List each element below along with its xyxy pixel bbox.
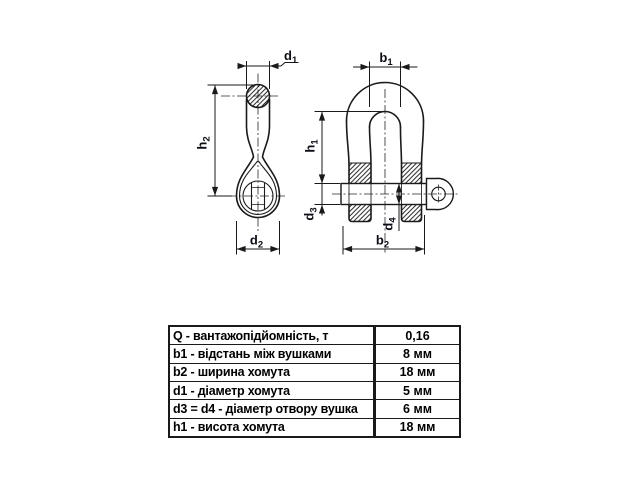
spec-param-value: 6 мм bbox=[403, 401, 432, 416]
dimension-b2: b2 bbox=[342, 215, 425, 255]
dim-label-b1: b1 bbox=[379, 50, 393, 68]
dim-label-h2: h2 bbox=[195, 136, 213, 149]
spec-table: Q - вантажопідйомність, т 0,16 b1 - відс… bbox=[168, 325, 461, 438]
dim-label-h1: h1 bbox=[303, 139, 321, 153]
spec-param-value: 8 мм bbox=[403, 346, 432, 361]
table-row: b2 - ширина хомута 18 мм bbox=[170, 363, 459, 382]
spec-param-value: 18 мм bbox=[399, 420, 436, 435]
table-row: h1 - висота хомута 18 мм bbox=[170, 418, 459, 436]
table-row: Q - вантажопідйомність, т 0,16 bbox=[170, 327, 459, 346]
table-row: d3 = d4 - діаметр отвору вушка 6 мм bbox=[170, 400, 459, 419]
dim-label-d4: d4 bbox=[381, 217, 399, 231]
dimension-d1: d1 bbox=[237, 48, 299, 89]
table-row: d1 - діаметр хомута 5 мм bbox=[170, 381, 459, 401]
spec-param-label: b2 - ширина хомута bbox=[170, 363, 376, 381]
eye-hole bbox=[242, 180, 274, 212]
eye-inner-outline bbox=[238, 160, 278, 215]
left-leg-outline bbox=[345, 120, 372, 223]
shank-outline bbox=[235, 98, 281, 219]
pin-section-ticks bbox=[251, 187, 265, 205]
spec-param-label: d1 - діаметр хомута bbox=[170, 381, 376, 400]
dimension-h2: h2 bbox=[195, 84, 256, 197]
dimension-b1: b1 bbox=[353, 50, 418, 107]
spec-param-label: d3 = d4 - діаметр отвору вушка bbox=[170, 400, 376, 418]
technical-drawing: d1 h2 d2 bbox=[195, 48, 458, 255]
right-lug-section-lower bbox=[401, 204, 422, 222]
side-view: d1 h2 d2 bbox=[195, 48, 299, 255]
spec-param-value: 5 мм bbox=[403, 383, 432, 398]
spec-param-value: 0,16 bbox=[405, 328, 430, 343]
front-view: b1 h1 d3 d4 bbox=[302, 50, 458, 255]
dim-label-d2: d2 bbox=[250, 233, 263, 251]
dimension-h1: h1 bbox=[303, 111, 383, 184]
right-lug-section-upper bbox=[401, 163, 422, 184]
left-lug-section-lower bbox=[349, 204, 371, 222]
dim-label-d3: d3 bbox=[302, 207, 320, 220]
left-lug-section-upper bbox=[349, 163, 371, 184]
bow-outer-arch bbox=[345, 81, 425, 122]
spec-param-value: 18 мм bbox=[399, 365, 436, 380]
bow-cross-section bbox=[245, 83, 271, 109]
spec-param-label: Q - вантажопідйомність, т bbox=[170, 327, 376, 345]
dimension-d3: d3 bbox=[302, 172, 340, 221]
table-row: b1 - відстань між вушками 8 мм bbox=[170, 345, 459, 364]
right-leg-outline bbox=[399, 120, 425, 223]
dimension-d4: d4 bbox=[381, 183, 403, 231]
dim-label-b2: b2 bbox=[376, 233, 389, 251]
spec-param-label: h1 - висота хомута bbox=[170, 418, 376, 436]
spec-param-label: b1 - відстань між вушками bbox=[170, 345, 376, 363]
dimension-d2: d2 bbox=[236, 221, 280, 255]
dim-label-d1: d1 bbox=[284, 48, 298, 66]
